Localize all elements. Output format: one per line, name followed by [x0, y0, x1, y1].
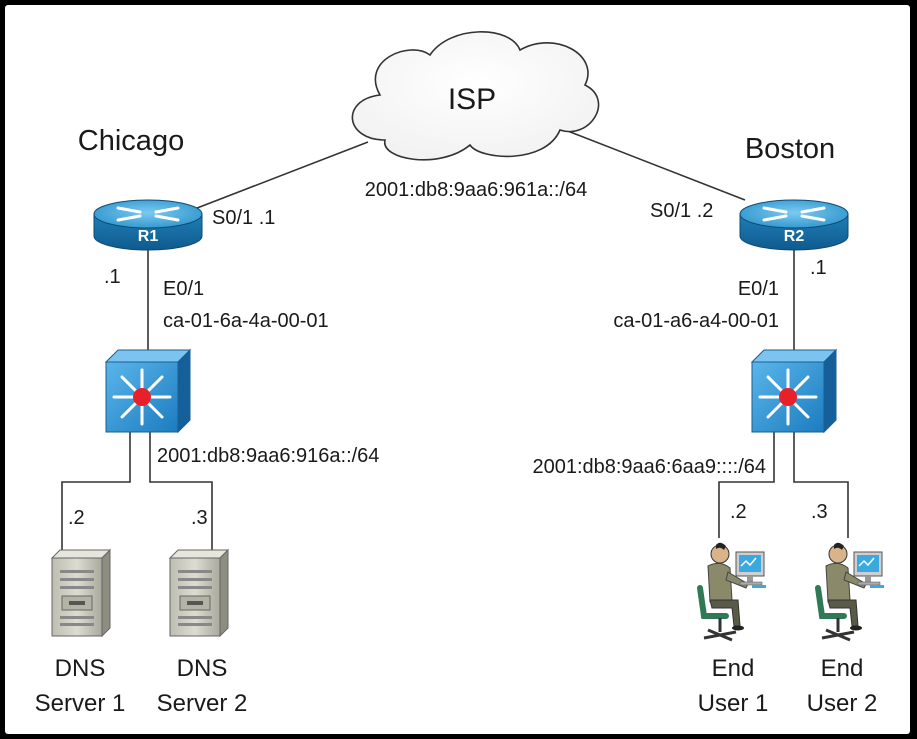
user1-addr: .2: [730, 501, 747, 523]
link-switch2-user1: [718, 430, 775, 538]
user1-caption-line1: End: [712, 655, 755, 682]
end-user-2: [815, 542, 884, 642]
site-name-chicago: Chicago: [78, 125, 184, 157]
router-r2: R2: [739, 199, 849, 251]
router-arrows-icon: [762, 206, 826, 222]
server2-addr: .3: [191, 507, 208, 529]
link-isp-r2: [559, 127, 746, 201]
isp-cloud: ISP: [351, 31, 600, 161]
link-switch1-server1: [61, 430, 131, 550]
r1-mac-label: ca-01-6a-4a-00-01: [163, 310, 329, 332]
server1-caption-line2: Server 1: [35, 690, 126, 717]
r2-lan-host-label: .1: [810, 257, 827, 279]
r1-serial-label: S0/1 .1: [212, 207, 275, 229]
router-r1: R1: [93, 199, 203, 251]
server1-caption-line1: DNS: [55, 655, 106, 682]
router-r1-label: R1: [138, 228, 159, 245]
wan-subnet-label: 2001:db8:9aa6:961a::/64: [365, 179, 587, 201]
link-switch1-server2: [149, 430, 213, 550]
link-switch2-user2: [793, 430, 849, 538]
server1-addr: .2: [68, 507, 85, 529]
link-r1-isp: [191, 141, 369, 211]
dns-server-2: [168, 548, 230, 638]
r2-serial-label: S0/1 .2: [650, 200, 713, 222]
cloud-label: ISP: [448, 83, 496, 116]
server2-caption-line1: DNS: [177, 655, 228, 682]
router-r2-label: R2: [784, 228, 805, 245]
r2-eth-label: E0/1: [738, 278, 779, 300]
lan-boston-subnet: 2001:db8:9aa6:6aa9::::/64: [532, 456, 766, 478]
user2-addr: .3: [811, 501, 828, 523]
lan-chicago-subnet: 2001:db8:9aa6:916a::/64: [157, 445, 379, 467]
r1-lan-host-label: .1: [104, 266, 121, 288]
links: [61, 127, 849, 550]
r2-mac-label: ca-01-a6-a4-00-01: [613, 310, 779, 332]
user1-caption-line2: User 1: [698, 690, 769, 717]
server2-caption-line2: Server 2: [157, 690, 248, 717]
switch-boston: [750, 348, 838, 434]
dns-server-1: [50, 548, 112, 638]
switch-chicago: [104, 348, 192, 434]
user2-caption-line2: User 2: [807, 690, 878, 717]
user2-caption-line1: End: [821, 655, 864, 682]
router-arrows-icon: [116, 206, 180, 222]
r1-eth-label: E0/1: [163, 278, 204, 300]
end-user-1: [697, 542, 766, 642]
cloud-shape: [351, 31, 600, 161]
site-name-boston: Boston: [745, 133, 835, 165]
